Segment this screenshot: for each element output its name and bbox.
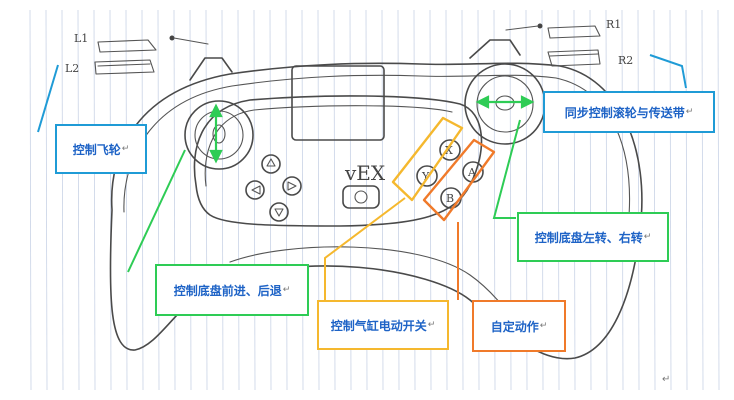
r2-text: R2 [618, 54, 633, 67]
label-flywheel-text: 控制飞轮 [72, 142, 121, 157]
ruling-line [237, 9, 240, 391]
paragraph-mark: ↵ [685, 107, 694, 117]
ruling-line [189, 9, 192, 391]
label-chassis-turn: 控制底盘左转、右转↵ [517, 212, 669, 262]
ruling-line [205, 9, 208, 391]
ruling-line [573, 9, 576, 391]
paragraph-mark: ↵ [539, 321, 548, 331]
ruling-line [125, 9, 128, 391]
ruling-line [605, 9, 608, 391]
btn-y-text: Y [421, 170, 430, 183]
ruling-line [653, 9, 656, 391]
paragraph-mark: ↵ [643, 232, 652, 242]
label-chassis-move: 控制底盘前进、后退↵ [155, 264, 309, 316]
ruling-line [141, 9, 144, 391]
ruling-line [589, 9, 592, 391]
label-chassis-turn-text: 控制底盘左转、右转 [534, 230, 643, 245]
ruling-line [253, 9, 256, 391]
paragraph-mark: ↵ [662, 374, 670, 385]
ruling-line [269, 9, 272, 391]
annotations [37, 54, 687, 300]
ruling-line [637, 9, 640, 391]
ruling-line [157, 9, 160, 391]
ruling-line [621, 9, 624, 391]
paragraph-mark: ↵ [121, 144, 130, 154]
label-chassis-move-text: 控制底盘前进、后退 [173, 283, 282, 298]
btn-a-text: A [467, 166, 477, 179]
ruling-line [285, 9, 288, 391]
paragraph-mark: ↵ [282, 285, 291, 295]
ruling-line [173, 9, 176, 391]
l1-text: L1 [74, 32, 88, 45]
btn-x-text: X [445, 144, 453, 157]
ruling-line [77, 9, 80, 391]
label-pneumatic: 控制气缸电动开关↵ [317, 300, 449, 350]
label-custom-action-text: 自定动作 [490, 319, 539, 334]
label-pneumatic-text: 控制气缸电动开关 [330, 318, 427, 333]
ruling-line [301, 9, 304, 391]
ruling-line [717, 9, 720, 391]
ruling-line [29, 9, 32, 391]
ruling-line [45, 9, 48, 391]
paragraph-mark: ↵ [427, 320, 436, 330]
label-flywheel: 控制飞轮↵ [55, 124, 147, 174]
ruling-line [669, 9, 672, 391]
ruling-line [93, 9, 96, 391]
ruling-line [685, 9, 688, 391]
label-custom-action: 自定动作↵ [472, 300, 566, 352]
label-sync-roller: 同步控制滚轮与传送带↵ [543, 91, 715, 133]
label-sync-roller-text: 同步控制滚轮与传送带 [564, 105, 685, 120]
ruling-line [61, 9, 64, 391]
l2-text: L2 [65, 62, 79, 75]
ruling-line [221, 9, 224, 391]
btn-b-text: B [446, 192, 454, 205]
vex-logo-text: vEX [344, 161, 386, 185]
ruling-line [701, 9, 704, 391]
r1-text: R1 [606, 18, 621, 31]
ruling-line [461, 9, 464, 391]
